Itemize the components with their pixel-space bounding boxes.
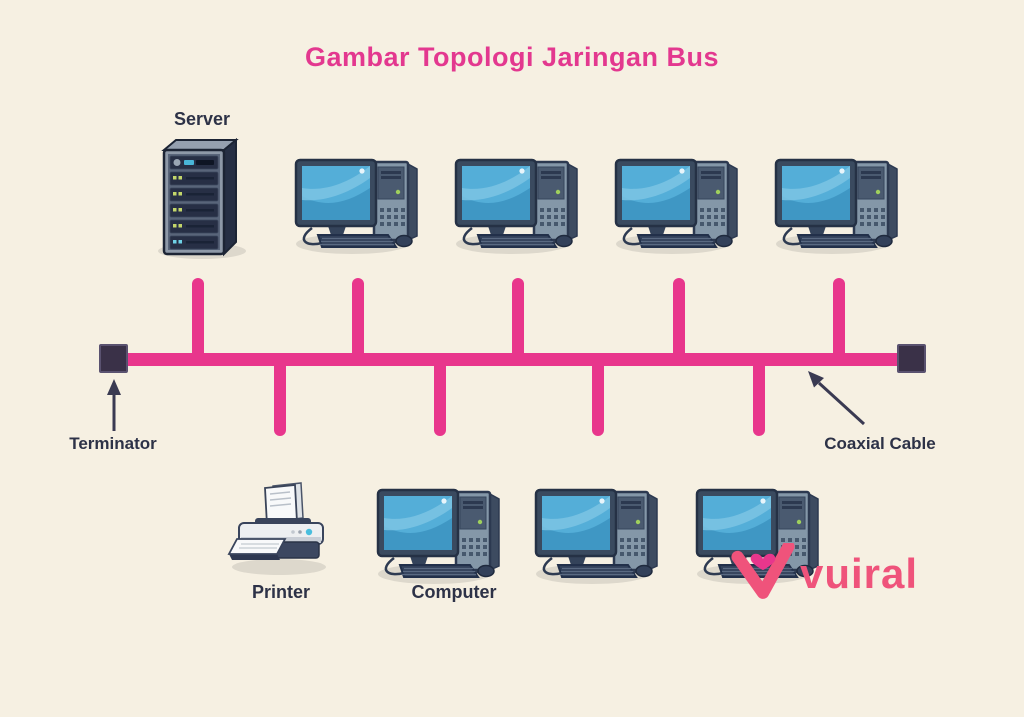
server-label: Server [173, 109, 231, 129]
coaxial-cable-arrow-icon [808, 371, 866, 426]
computer-illustration [530, 480, 666, 586]
bus-line [112, 353, 912, 366]
server-illustration [152, 132, 252, 260]
printer-label: Printer [251, 582, 311, 602]
coaxial-cable-label: Coaxial Cable [824, 434, 936, 453]
bus-tap-up [192, 278, 204, 358]
computer-label: Computer [411, 582, 497, 602]
vuiral-logo-text: vuiral [800, 550, 919, 597]
vuiral-logo-icon [730, 543, 796, 603]
diagram-title: Gambar Topologi Jaringan Bus [304, 42, 720, 72]
bus-tap-up [673, 278, 685, 358]
computer-illustration [610, 150, 746, 256]
terminator-square-right [897, 344, 926, 373]
bus-tap-down [434, 358, 446, 436]
computer-illustration [290, 150, 426, 256]
printer-illustration [227, 478, 337, 578]
bus-tap-down [592, 358, 604, 436]
bus-tap-up [512, 278, 524, 358]
computer-illustration [770, 150, 906, 256]
bus-tap-down [753, 358, 765, 436]
bus-tap-up [833, 278, 845, 358]
bus-tap-down [274, 358, 286, 436]
terminator-arrow-icon [107, 379, 121, 431]
bus-tap-up [352, 278, 364, 358]
computer-illustration [372, 480, 508, 586]
computer-illustration [450, 150, 586, 256]
terminator-square-left [99, 344, 128, 373]
terminator-label: Terminator [69, 434, 157, 453]
